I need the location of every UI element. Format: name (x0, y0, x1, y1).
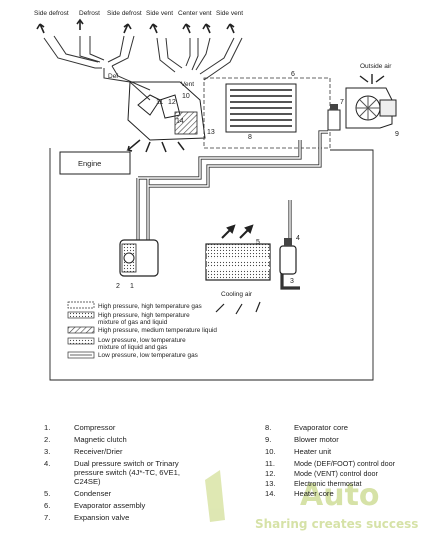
parts-list: 1. Compressor 2. Magnetic clutch 3. Rece… (0, 420, 427, 530)
cooling-air-arrows (215, 301, 261, 315)
vent-label: Vent (181, 81, 194, 88)
engine-compartment-outline (49, 148, 374, 381)
vent-label-center-vent: Center vent (178, 10, 212, 17)
outside-air-label: Outside air (360, 63, 392, 70)
callout-7: 7 (340, 99, 344, 106)
condenser-airflow-arrows (221, 224, 254, 239)
part-name: Expansion valve (74, 513, 130, 522)
part-number: 7. (44, 513, 51, 522)
callout-8: 8 (248, 134, 252, 141)
callout-2: 2 (116, 283, 120, 290)
part-number: 3. (44, 447, 51, 456)
engine-box (59, 151, 131, 175)
legend (67, 301, 95, 359)
expansion-valve (327, 104, 341, 131)
callout-1: 1 (130, 283, 134, 290)
callout-3: 3 (290, 278, 294, 285)
legend-label-1: High pressure, high temperature (98, 312, 190, 319)
part-number: 12. (265, 469, 276, 478)
blower-unit (345, 87, 397, 129)
evaporator-assembly-outline (203, 77, 331, 149)
engine-label: Engine (78, 159, 101, 168)
callout-13: 13 (207, 129, 215, 136)
callout-10: 10 (182, 93, 190, 100)
def-label: Def (108, 73, 118, 80)
callout-12: 12 (168, 99, 176, 106)
vent-label-defrost: Defrost (79, 10, 100, 17)
part-name: Dual pressure switch or Trinary pressure… (74, 459, 180, 486)
part-number: 1. (44, 423, 51, 432)
part-name: Heater core (294, 489, 334, 498)
watermark-tagline: Sharing creates success (255, 517, 418, 531)
callout-11: 11 (156, 99, 163, 106)
vent-label-side-vent-left: Side vent (146, 10, 173, 17)
heater-core (174, 111, 198, 135)
cooling-air-label: Cooling air (221, 291, 253, 298)
part-number: 10. (265, 447, 276, 456)
callout-4: 4 (296, 235, 300, 242)
vent-label-side-vent-right: Side vent (216, 10, 243, 17)
condenser (205, 243, 271, 281)
vent-arrows (36, 18, 235, 34)
part-number: 8. (265, 423, 272, 432)
callout-14: 14 (176, 118, 184, 125)
part-number: 13. (265, 479, 276, 488)
part-number: 4. (44, 459, 51, 468)
vent-label-side-defrost-left: Side defrost (34, 10, 69, 17)
watermark-brand: Auto (300, 478, 380, 513)
compressor (119, 239, 159, 277)
part-name: Condenser (74, 489, 112, 498)
watermark: Auto Sharing creates success (205, 470, 418, 531)
part-number: 11. (265, 459, 275, 468)
part-name: Receiver/Drier (74, 447, 123, 456)
part-number: 6. (44, 501, 51, 510)
defrost-ducts (43, 35, 151, 101)
part-name: Electronic thermostat (294, 479, 362, 488)
part-name: Heater unit (294, 447, 332, 456)
evaporator-core (225, 83, 297, 133)
legend-label-3: High pressure, medium temperature liquid (98, 327, 217, 334)
callout-9: 9 (395, 131, 399, 138)
vent-label-side-defrost-right: Side defrost (107, 10, 142, 17)
part-number: 14. (265, 489, 276, 498)
part-name: Mode (VENT) control door (294, 469, 378, 478)
callout-6: 6 (291, 71, 295, 78)
part-name: Blower motor (294, 435, 339, 444)
part-name: Magnetic clutch (74, 435, 127, 444)
part-name: Evaporator core (294, 423, 349, 432)
outside-air-arrows (359, 74, 385, 84)
part-number: 5. (44, 489, 51, 498)
vent-ducts (156, 37, 243, 81)
callout-5: 5 (256, 239, 260, 246)
legend-label-5: mixture of liquid and gas (98, 344, 167, 351)
legend-label-2: mixture of gas and liquid (98, 319, 168, 326)
receiver-drier (279, 238, 297, 275)
legend-label-6: Low pressure, low temperature gas (98, 352, 198, 359)
part-name: Mode (DEF/FOOT) control door (294, 459, 396, 468)
legend-label-0: High pressure, high temperature gas (98, 303, 202, 310)
foot-arrows (126, 139, 185, 153)
part-number: 2. (44, 435, 51, 444)
refrigerant-lines-inner (137, 131, 328, 248)
part-number: 9. (265, 435, 272, 444)
part-name: Compressor (74, 423, 116, 432)
part-name: Evaporator assembly (74, 501, 146, 510)
legend-label-4: Low pressure, low temperature (98, 337, 186, 344)
